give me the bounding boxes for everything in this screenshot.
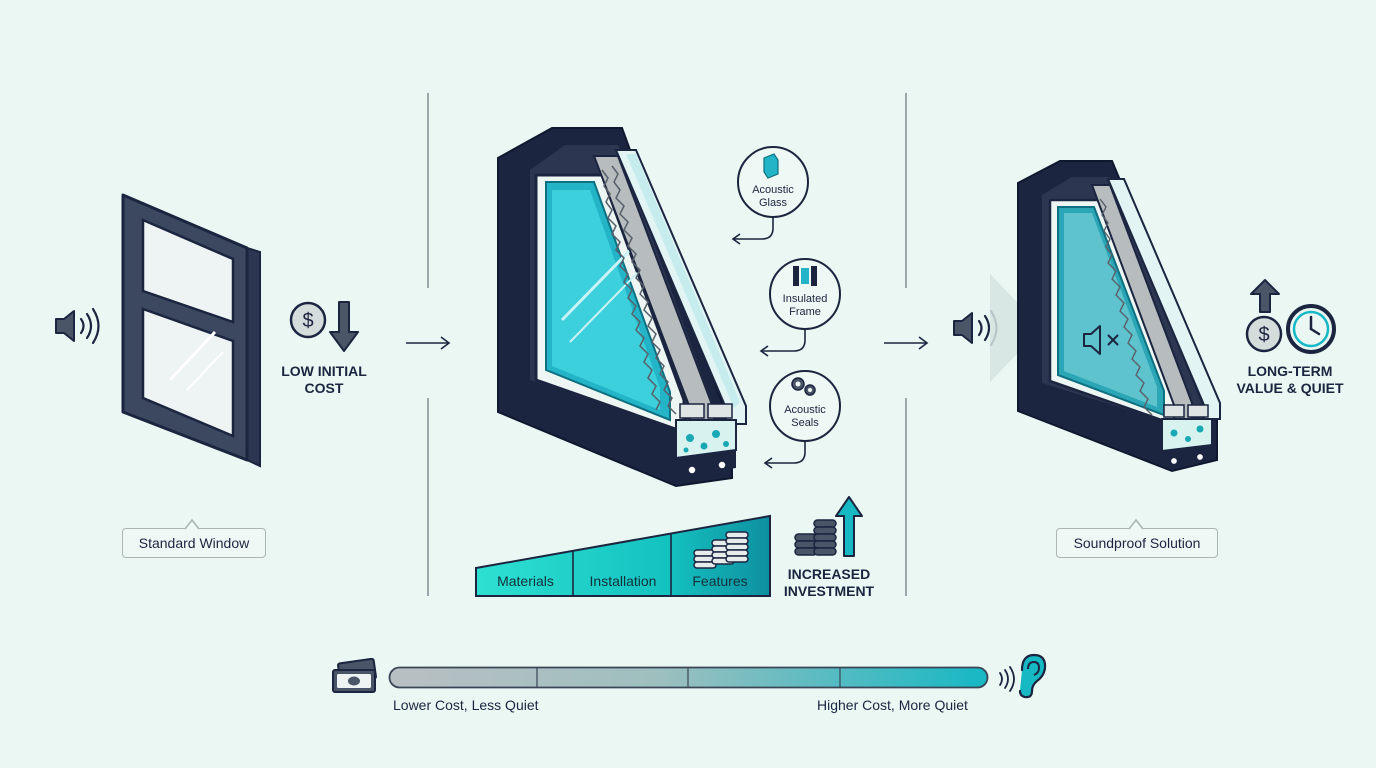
investment-wedge xyxy=(475,514,771,597)
acoustic-glass-label: Acoustic Glass xyxy=(752,184,794,209)
coins-rising-icon xyxy=(794,496,863,557)
speaker-loud-icon xyxy=(55,307,100,345)
increased-investment-caption: INCREASED INVESTMENT xyxy=(783,566,875,599)
segment-features: Features xyxy=(692,573,748,589)
ear-icon xyxy=(1018,653,1047,699)
long-term-value-caption: LONG-TERM VALUE & QUIET xyxy=(1236,363,1344,396)
money-bill-icon xyxy=(332,658,377,693)
divider-right-top xyxy=(905,93,907,288)
dollar-coin-icon: $ xyxy=(289,301,327,339)
acoustic-seals-callout xyxy=(763,370,841,469)
arrow-down-icon xyxy=(329,301,359,352)
dollar-coin-icon: $ xyxy=(1245,315,1283,353)
standard-window-tag: Standard Window xyxy=(122,528,266,558)
soundproof-window-cross-section xyxy=(1017,160,1221,473)
speaker-mute-icon xyxy=(1083,325,1119,355)
insulated-frame-label: Insulated Frame xyxy=(782,293,828,318)
soundproof-solution-tag: Soundproof Solution xyxy=(1056,528,1218,558)
acoustic-window-cross-section xyxy=(497,127,747,488)
arrow-right-icon xyxy=(884,336,929,350)
low-initial-cost-caption: LOW INITIAL COST xyxy=(281,363,367,396)
svg-text:$: $ xyxy=(302,310,313,332)
divider-right-bottom xyxy=(905,398,907,596)
sound-blocked-wedge xyxy=(990,274,1042,382)
acoustic-seals-label: Acoustic Seals xyxy=(784,404,826,429)
arrow-up-icon xyxy=(1250,279,1280,313)
arrow-right-icon xyxy=(406,336,451,350)
coin-stack-icon xyxy=(693,531,749,569)
cost-quiet-scale-bar xyxy=(388,666,989,689)
sound-waves-icon xyxy=(999,666,1015,692)
divider-left-top xyxy=(427,93,429,288)
segment-installation: Installation xyxy=(589,573,657,589)
clock-icon xyxy=(1286,304,1336,354)
scale-left-label: Lower Cost, Less Quiet xyxy=(393,697,539,713)
segment-materials: Materials xyxy=(497,573,554,589)
tag-notch xyxy=(1128,518,1144,530)
svg-text:$: $ xyxy=(1258,324,1269,346)
divider-left-bottom xyxy=(427,398,429,596)
scale-right-label: Higher Cost, More Quiet xyxy=(817,697,968,713)
tag-notch xyxy=(184,518,200,530)
insulated-frame-callout xyxy=(759,258,841,357)
acoustic-glass-callout xyxy=(731,146,809,245)
standard-window-illustration xyxy=(121,193,261,468)
